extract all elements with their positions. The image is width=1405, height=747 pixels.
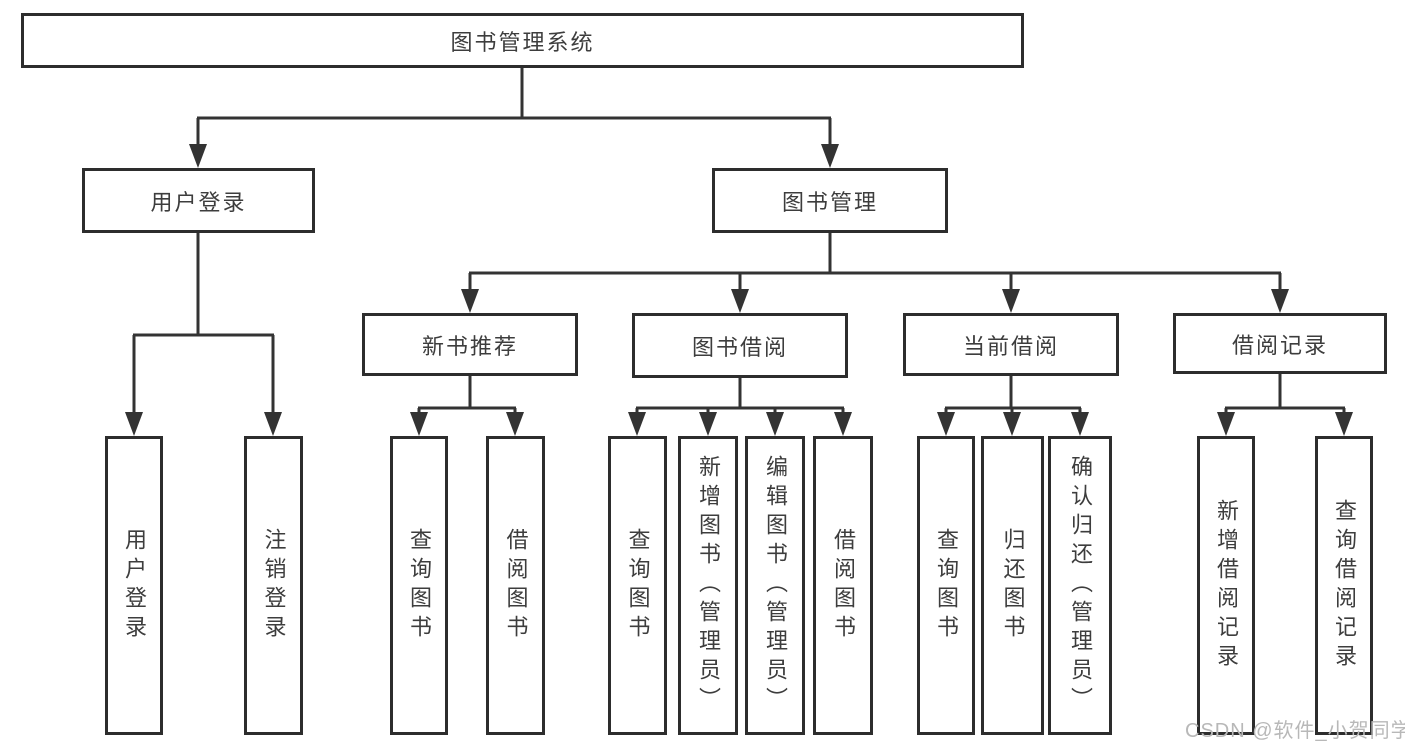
leaf-edit-book-admin-label: 编辑图书（管理员） bbox=[763, 455, 788, 716]
leaf-query-books-recommend-label: 查询图书 bbox=[407, 527, 432, 644]
node-library-system-label: 图书管理系统 bbox=[450, 29, 595, 55]
leaf-logout-label: 注销登录 bbox=[261, 527, 287, 644]
leaf-confirm-return-admin-label: 确认归还（管理员） bbox=[1068, 455, 1093, 716]
node-library-system: 图书管理系统 bbox=[21, 13, 1024, 68]
node-borrowing-records-label: 借阅记录 bbox=[1231, 332, 1328, 358]
leaf-add-borrow-record-label: 新增借阅记录 bbox=[1214, 498, 1239, 673]
node-user-login-label: 用户登录 bbox=[150, 189, 247, 215]
leaf-return-books-label: 归还图书 bbox=[1000, 527, 1026, 644]
leaf-borrow-books: 借阅图书 bbox=[813, 436, 873, 735]
leaf-borrow-books-recommend-label: 借阅图书 bbox=[503, 527, 529, 644]
leaf-borrow-books-label: 借阅图书 bbox=[831, 527, 856, 644]
leaf-query-borrow-record: 查询借阅记录 bbox=[1315, 436, 1373, 735]
leaf-edit-book-admin: 编辑图书（管理员） bbox=[745, 436, 805, 735]
node-new-book-recommendation-label: 新书推荐 bbox=[421, 333, 518, 359]
node-new-book-recommendation: 新书推荐 bbox=[362, 313, 578, 376]
leaf-add-book-admin: 新增图书（管理员） bbox=[678, 436, 738, 735]
leaf-query-books-borrow-label: 查询图书 bbox=[625, 527, 651, 644]
node-current-borrowing-label: 当前借阅 bbox=[962, 333, 1059, 359]
node-book-management-label: 图书管理 bbox=[781, 189, 878, 215]
arrowheads bbox=[125, 144, 1353, 436]
leaf-user-login-label: 用户登录 bbox=[122, 527, 147, 644]
leaf-add-borrow-record: 新增借阅记录 bbox=[1197, 436, 1255, 735]
node-book-borrowing-label: 图书借阅 bbox=[691, 334, 788, 360]
node-book-management: 图书管理 bbox=[712, 168, 948, 233]
leaf-query-books-borrow: 查询图书 bbox=[608, 436, 667, 735]
leaf-query-books-current: 查询图书 bbox=[917, 436, 975, 735]
leaf-query-books-recommend: 查询图书 bbox=[390, 436, 448, 735]
leaf-logout: 注销登录 bbox=[244, 436, 303, 735]
node-current-borrowing: 当前借阅 bbox=[903, 313, 1119, 376]
leaf-user-login: 用户登录 bbox=[105, 436, 163, 735]
leaf-return-books: 归还图书 bbox=[981, 436, 1044, 735]
leaf-query-borrow-record-label: 查询借阅记录 bbox=[1332, 498, 1357, 673]
node-book-borrowing: 图书借阅 bbox=[632, 313, 848, 378]
node-borrowing-records: 借阅记录 bbox=[1173, 313, 1387, 374]
leaf-query-books-current-label: 查询图书 bbox=[934, 527, 959, 644]
leaf-borrow-books-recommend: 借阅图书 bbox=[486, 436, 545, 735]
leaf-confirm-return-admin: 确认归还（管理员） bbox=[1048, 436, 1112, 735]
node-user-login: 用户登录 bbox=[82, 168, 315, 233]
csdn-watermark: CSDN @软件_小贺同学 bbox=[1185, 720, 1405, 742]
leaf-add-book-admin-label: 新增图书（管理员） bbox=[696, 455, 721, 716]
